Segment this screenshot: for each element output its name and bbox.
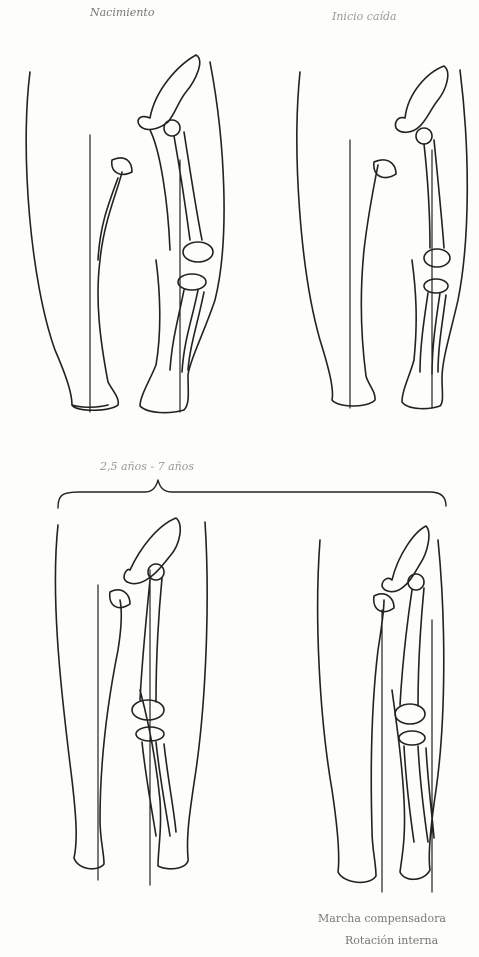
fibula-bone <box>188 292 204 370</box>
right-leg-outline <box>140 62 224 413</box>
fibula-bone <box>426 748 434 838</box>
figure-birth <box>26 55 224 413</box>
tibia-plateau <box>399 731 425 745</box>
femur-bone <box>424 140 444 248</box>
right-leg-outline <box>392 540 444 879</box>
femoral-head <box>416 128 432 144</box>
femur-condyle <box>424 249 450 267</box>
right-inner-thigh <box>150 130 170 250</box>
fibula-bone <box>164 744 176 832</box>
figure-fall-onset <box>297 66 467 409</box>
femur-bone <box>174 132 202 240</box>
femoral-head <box>408 574 424 590</box>
femur-condyle <box>132 700 164 720</box>
femur-condyle <box>395 704 425 724</box>
left-leg-outline <box>318 540 384 882</box>
femur-bone <box>140 578 162 702</box>
femur-condyle <box>183 242 213 262</box>
figure-age-left <box>55 518 207 885</box>
tibia-plateau <box>424 279 448 293</box>
right-leg-outline <box>402 70 467 409</box>
pelvis-bone <box>138 55 200 129</box>
figure-compensatory-gait <box>318 526 444 892</box>
femur-bone <box>400 588 424 706</box>
left-leg-outline <box>297 72 378 406</box>
femoral-head <box>164 120 180 136</box>
pelvis-bone <box>124 518 180 584</box>
pelvis-bone <box>382 526 429 592</box>
tibia-bone <box>420 293 440 374</box>
left-leg-outline <box>55 525 121 869</box>
tibia-bone <box>170 290 198 372</box>
age-range-brace <box>58 480 446 508</box>
tibia-plateau <box>178 274 206 290</box>
pelvis-bone <box>395 66 447 132</box>
left-leg-outline <box>26 72 122 410</box>
tibia-bone <box>404 746 428 842</box>
left-knee-bump <box>110 590 130 608</box>
